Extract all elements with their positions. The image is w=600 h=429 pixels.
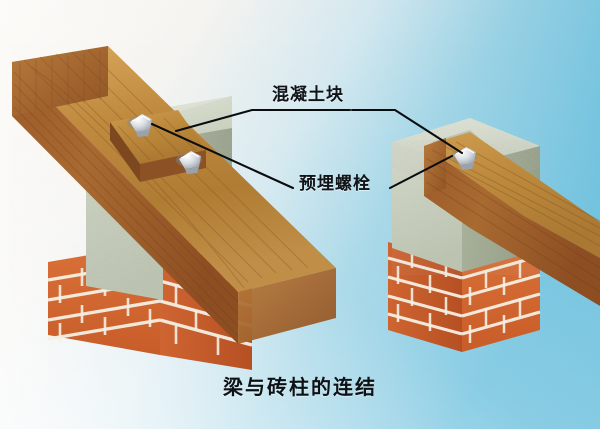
leader-concrete-right	[350, 108, 464, 155]
right-assembly	[387, 118, 600, 352]
label-embedded-bolt: 预埋螺栓	[299, 174, 371, 194]
leader-concrete-left	[174, 108, 352, 133]
left-assembly	[10, 44, 340, 370]
left-bolt-upper	[127, 114, 153, 137]
left-bolt-lower	[176, 151, 202, 174]
leader-bolt-right	[388, 154, 454, 190]
right-beam	[420, 130, 600, 308]
leader-bolt-left	[150, 122, 295, 190]
label-concrete-block: 混凝土块	[272, 85, 344, 105]
leader-lines	[150, 108, 464, 190]
figure-caption: 梁与砖柱的连结	[223, 375, 377, 399]
